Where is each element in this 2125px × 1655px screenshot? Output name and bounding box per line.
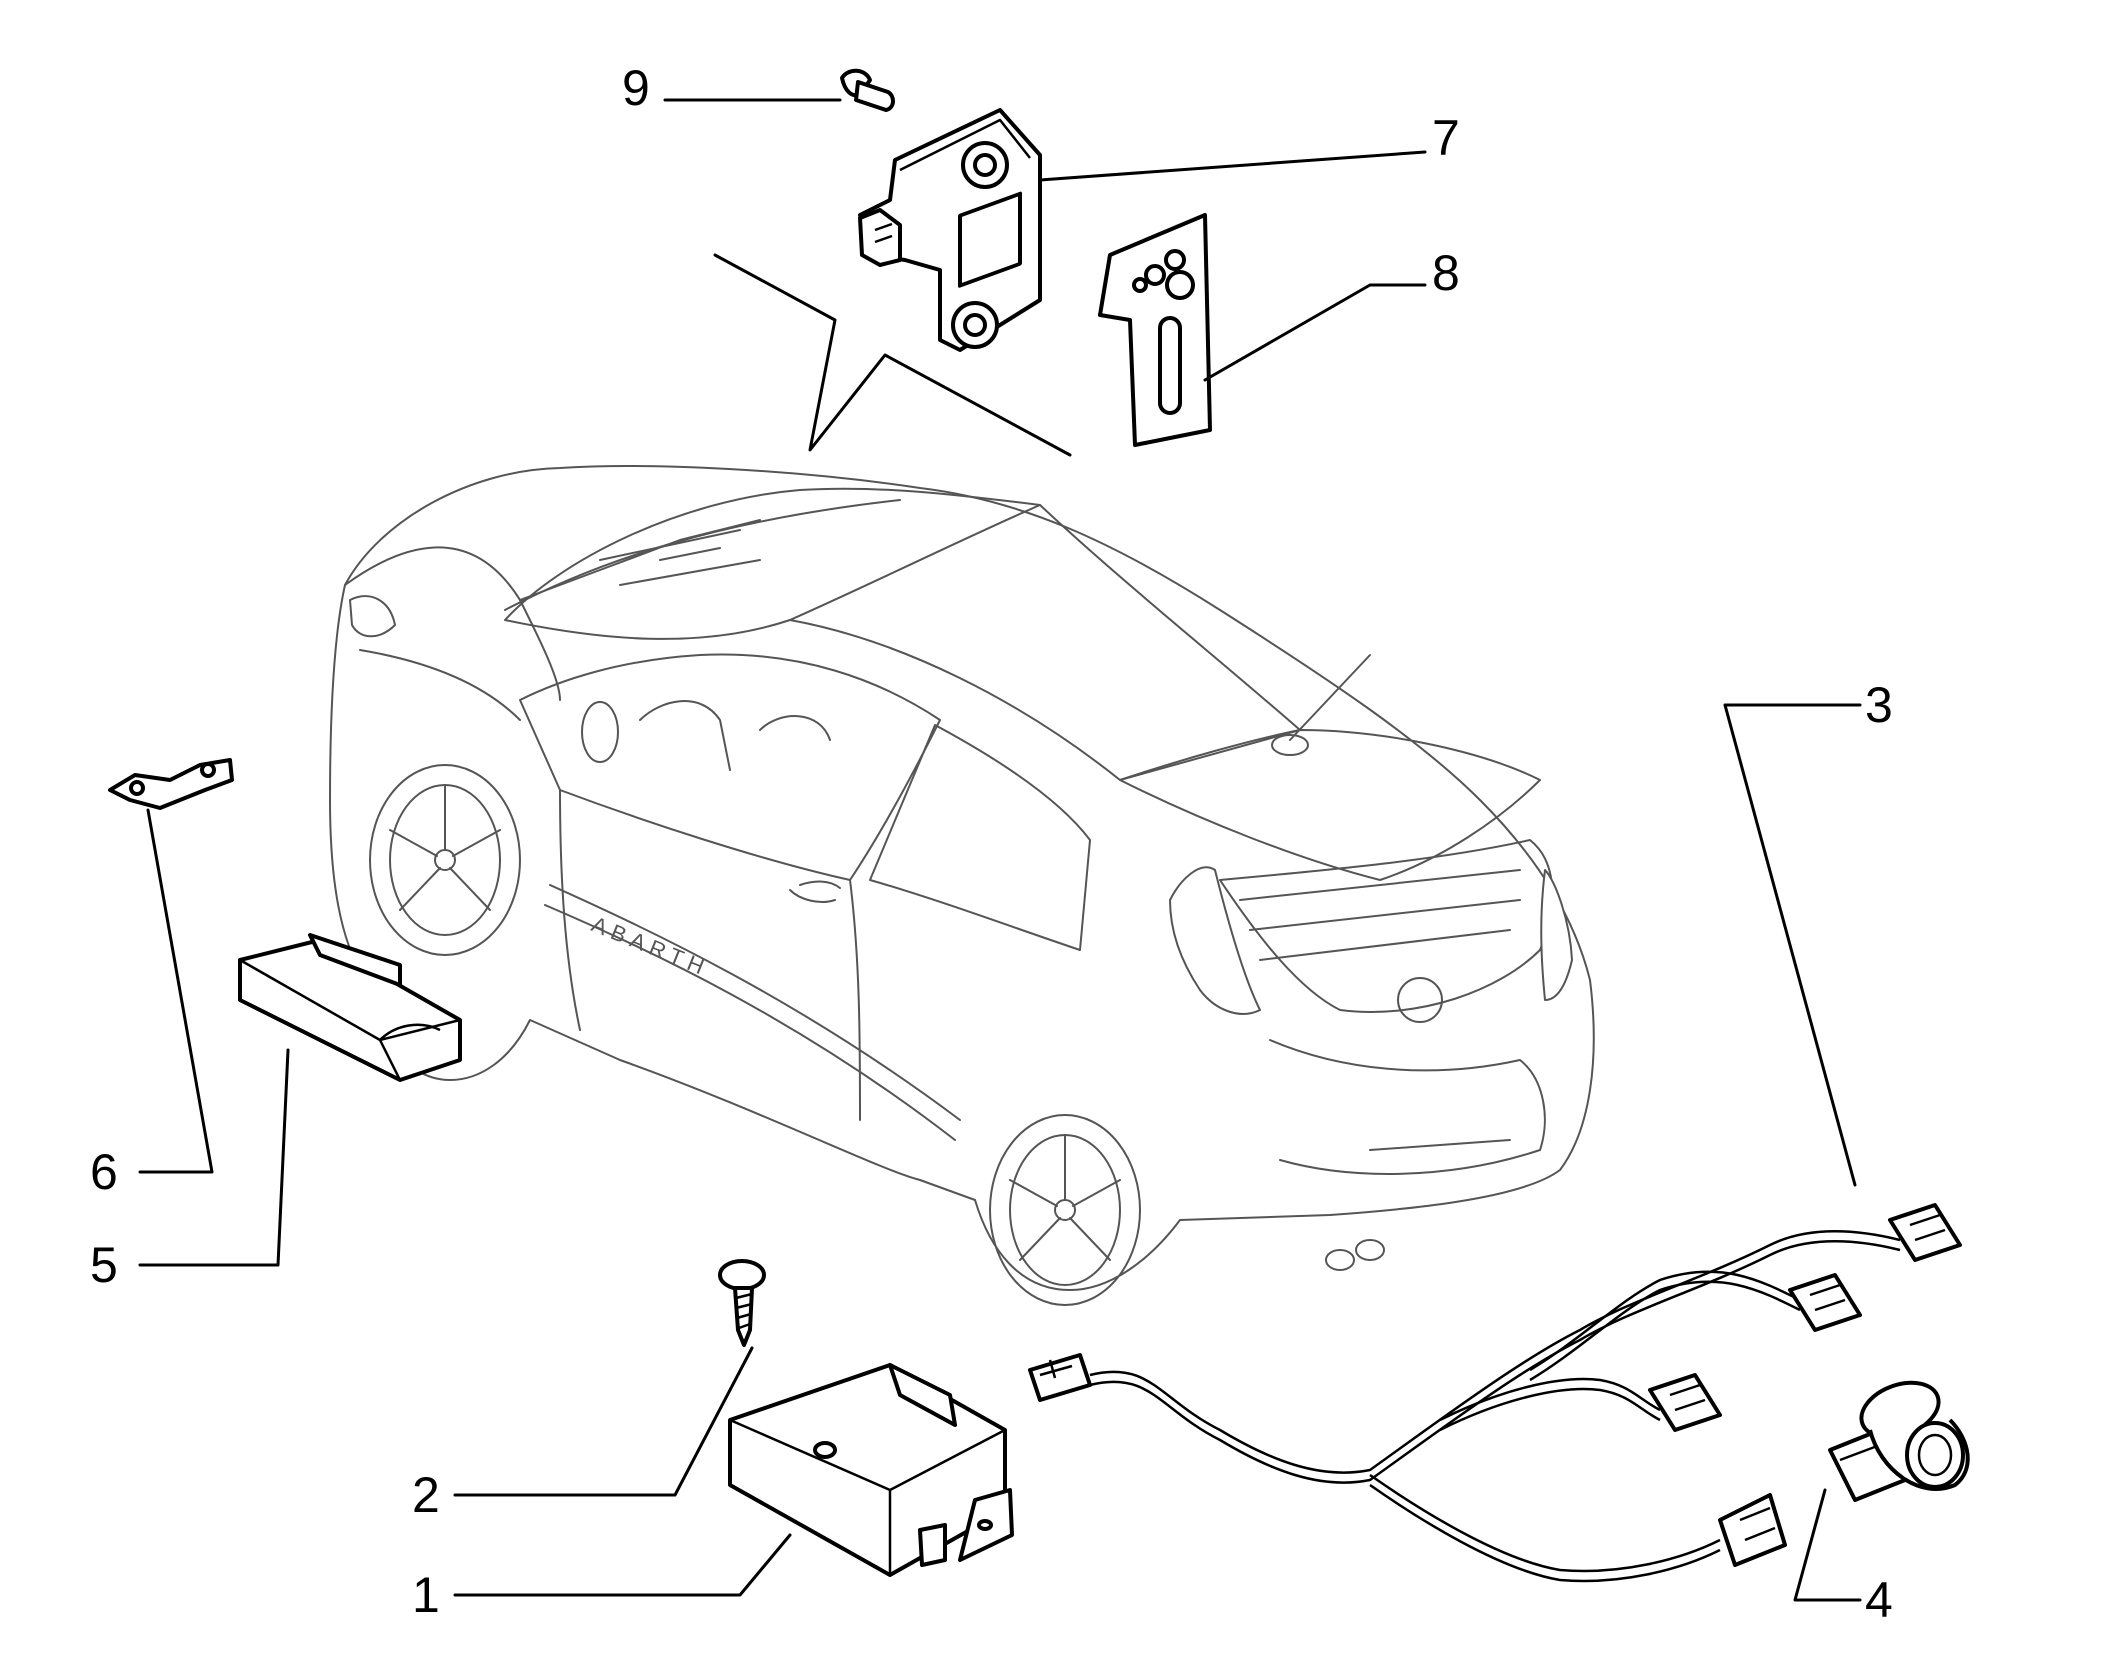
part-2-screw: [718, 1259, 766, 1347]
part-6-clip: [108, 758, 234, 810]
leader-4: [1793, 1488, 1862, 1602]
part-1-control-unit: [728, 1363, 1014, 1577]
part-4-parking-sensor: [1828, 1380, 1970, 1502]
callout-5: 5: [90, 1237, 118, 1293]
leader-6: [138, 808, 214, 1174]
leader-3: [1723, 703, 1862, 1187]
car-illustration: ABARTH: [329, 465, 1595, 1306]
leader-8: [1203, 283, 1427, 382]
callout-1: 1: [412, 1567, 440, 1623]
callout-3: 3: [1865, 677, 1893, 733]
callout-8: 8: [1432, 245, 1460, 301]
leader-7: [1038, 150, 1427, 182]
leader-2: [453, 1346, 754, 1497]
callout-2: 2: [412, 1467, 440, 1523]
callout-6: 6: [90, 1144, 118, 1200]
callout-9: 9: [622, 60, 650, 116]
callout-4: 4: [1865, 1572, 1893, 1628]
leader-1: [453, 1533, 792, 1597]
part-5-receiver: [238, 933, 462, 1082]
part-3-harness: [1028, 1203, 1962, 1583]
callout-7: 7: [1432, 110, 1460, 166]
callout-numbers: 1 2 3 4 5 6 7 8 9: [90, 60, 1893, 1628]
pointer-wedge: [713, 253, 1072, 457]
part-7-sensor-module: [858, 108, 1042, 352]
leader-lines: [138, 98, 1862, 1602]
leader-5: [138, 1048, 290, 1267]
part-8-bracket: [1098, 213, 1212, 447]
part-9-bolt: [840, 68, 895, 112]
